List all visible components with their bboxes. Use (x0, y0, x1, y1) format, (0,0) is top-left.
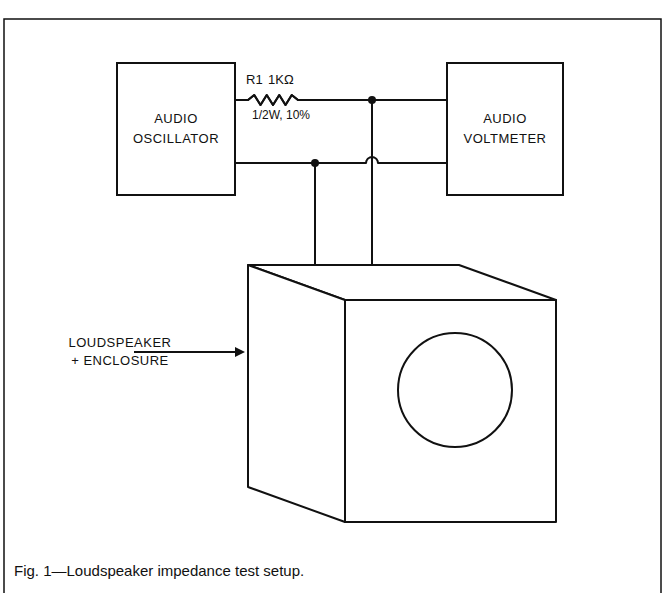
leader-line (134, 351, 237, 353)
enclosure-front (345, 300, 556, 522)
speaker-cone (398, 333, 512, 447)
component-label: 1/2W, 10% (252, 108, 310, 122)
callout-label: LOUDSPEAKER + ENCLOSURE (68, 334, 171, 370)
leader-arrowhead (235, 347, 245, 357)
instrument-box: AUDIO VOLTMETER (446, 62, 564, 196)
frame-border (4, 19, 661, 593)
enclosure-side (248, 265, 345, 522)
component-label: R1 (246, 72, 263, 87)
component-label: 1KΩ (268, 72, 294, 87)
wire (236, 163, 315, 265)
speaker-drawing (60, 255, 566, 527)
instrument-box: AUDIO OSCILLATOR (116, 62, 236, 196)
figure-caption: Fig. 1—Loudspeaker impedance test setup. (14, 562, 304, 579)
wire (236, 95, 372, 265)
box-label: AUDIO OSCILLATOR (133, 109, 219, 149)
box-label: AUDIO VOLTMETER (464, 109, 547, 149)
speaker-enclosure: LOUDSPEAKER + ENCLOSURE (60, 255, 566, 527)
